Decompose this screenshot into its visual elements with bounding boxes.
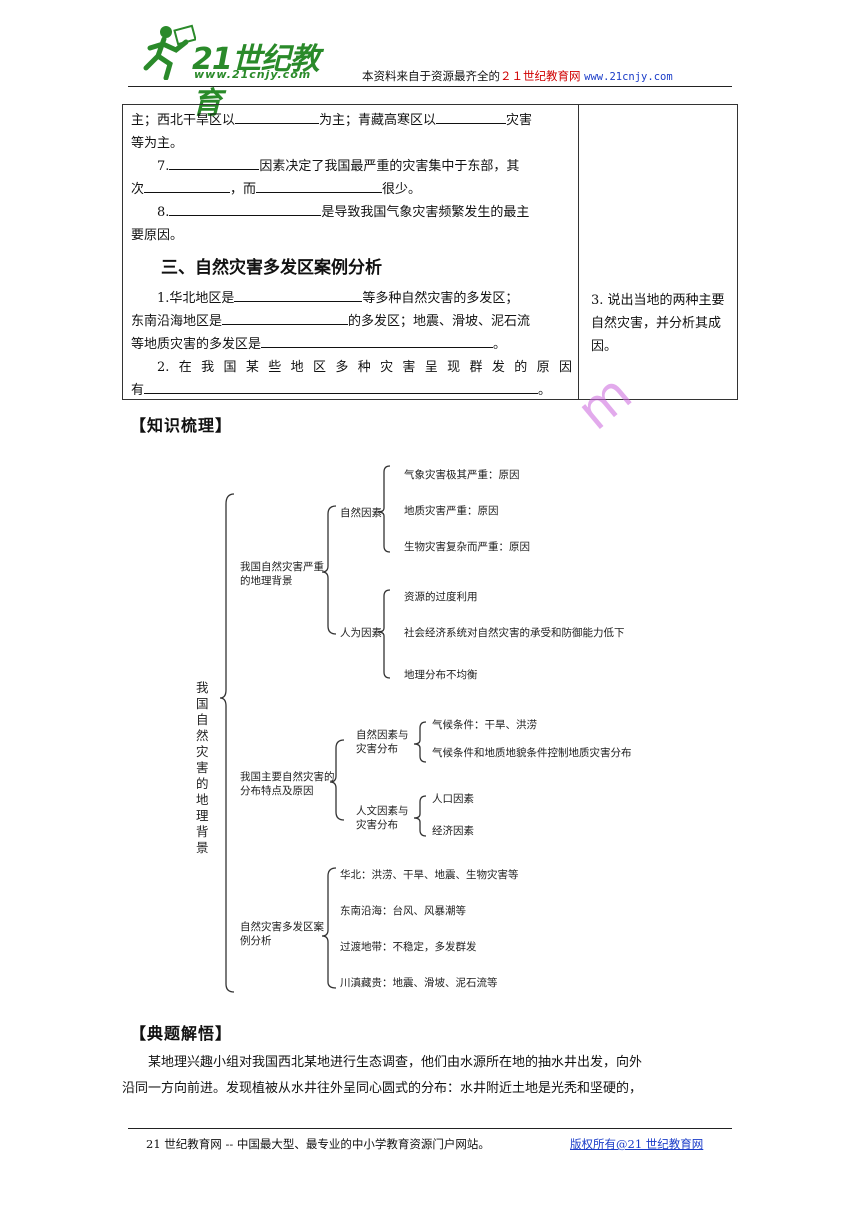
section-heading-3: 三、自然灾害多发区案例分析: [161, 258, 382, 278]
text: 等地质灾害的多发区是: [131, 337, 262, 352]
mindmap-b1-human: 人为因素: [340, 627, 382, 639]
case-line-3: 等地质灾害的多发区是 。: [131, 333, 572, 356]
text: 主；西北干旱区以: [131, 113, 236, 128]
tagline-url[interactable]: www.21cnjy.com: [584, 71, 673, 83]
text: 等多种自然灾害的多发区；: [362, 291, 519, 306]
footer-copyright-link[interactable]: 版权所有@21 世纪教育网: [570, 1137, 704, 1151]
q7-line-2: 次 ，而 很少。: [131, 178, 572, 201]
text: 灾害: [506, 113, 533, 128]
question-table: 主；西北干旱区以 为主；青藏高寒区以 灾害 等为主。 7. 因素决定了我国最严重的灾害…: [122, 104, 738, 400]
tagline-prefix: 本资料来自于资源最齐全的: [362, 69, 500, 83]
logo-wordmark: 21世纪教育: [192, 42, 320, 121]
answer-blank[interactable]: [169, 156, 260, 170]
case-line-5: 有。: [131, 379, 572, 402]
knowledge-mindmap: 我国自然灾害的地理背景 我国自然灾害严重的地理背景 自然因素 气象灾害极其严重：…: [190, 450, 670, 998]
mindmap-b1-human-1: 资源的过度利用: [404, 591, 478, 603]
text: 8.: [157, 205, 170, 220]
mindmap-branch-3: 自然灾害多发区案例分析: [240, 921, 324, 947]
case-line-2: 东南沿海地区是 的多发区；地震、滑坡、泥石流: [131, 310, 572, 333]
logo-url: www.21cnjy.com: [194, 68, 312, 81]
text: 1.华北地区是: [157, 291, 235, 306]
mindmap-branch-2: 我国主要自然灾害的分布特点及原因: [240, 771, 335, 797]
mindmap-b2-human: 人文因素与灾害分布: [356, 805, 409, 831]
q8-line-1: 8. 是导致我国气象灾害频繁发生的最主: [131, 201, 572, 224]
q6-line-2: 等为主。: [131, 136, 184, 151]
q8-line-2: 要原因。: [131, 228, 184, 243]
text: 。: [538, 383, 552, 398]
mindmap-root: 我国自然灾害的地理背景: [196, 680, 209, 855]
case-line-4: 2.在我国某些地区多种灾害呈现群发的原因: [157, 360, 572, 375]
mindmap-b2-natural-1: 气候条件：干旱、洪涝: [432, 719, 537, 731]
mindmap-b2-natural: 自然因素与灾害分布: [356, 729, 409, 755]
mindmap-branch-1: 我国自然灾害严重的地理背景: [240, 561, 324, 587]
mindmap-b3-item-4: 川滇藏贵：地震、滑坡、泥石流等: [340, 977, 498, 989]
answer-blank[interactable]: [234, 288, 363, 302]
text: ，而: [230, 182, 257, 197]
mindmap-b3-item-3: 过渡地带：不稳定，多发群发: [340, 941, 477, 953]
answer-blank[interactable]: [144, 380, 539, 394]
answer-blank[interactable]: [222, 311, 349, 325]
answer-blank[interactable]: [144, 179, 231, 193]
mindmap-b2-human-2: 经济因素: [432, 825, 474, 837]
header-tagline: 本资料来自于资源最齐全的２１世纪教育网 www.21cnjy.com: [362, 68, 673, 84]
answer-blank[interactable]: [235, 110, 320, 124]
mindmap-b1-human-3: 地理分布不均衡: [404, 669, 478, 681]
example-line-2: 沿同一方向前进。发现植被从水井往外呈同心圆式的分布：水井附近土地是光秃和坚硬的，: [122, 1081, 643, 1096]
text: 有: [131, 383, 145, 398]
answer-blank[interactable]: [256, 179, 383, 193]
mindmap-b3-item-2: 东南沿海：台风、风暴潮等: [340, 905, 466, 917]
mindmap-b1-natural: 自然因素: [340, 507, 382, 519]
text: 东南沿海地区是: [131, 314, 223, 329]
text: 因素决定了我国最严重的灾害集中于东部，其: [259, 159, 520, 174]
answer-blank[interactable]: [169, 202, 322, 216]
mindmap-b3-item-1: 华北：洪涝、干旱、地震、生物灾害等: [340, 869, 519, 881]
running-figure-logo-icon: [143, 24, 196, 80]
examples-heading: 【典题解悟】: [130, 1024, 233, 1043]
notes-column: 3. 说出当地的两种主要自然灾害，并分析其成因。: [579, 105, 737, 399]
case-line-1: 1.华北地区是 等多种自然灾害的多发区；: [131, 287, 572, 310]
q7-line-1: 7. 因素决定了我国最严重的灾害集中于东部，其: [131, 155, 572, 178]
footer-divider: [128, 1128, 732, 1129]
mindmap-b2-human-1: 人口因素: [432, 793, 474, 805]
q6-line-1: 主；西北干旱区以 为主；青藏高寒区以 灾害: [131, 109, 572, 132]
answer-blank[interactable]: [436, 110, 507, 124]
text: 的多发区；地震、滑坡、泥石流: [348, 314, 531, 329]
mindmap-b1-natural-1: 气象灾害极其严重：原因: [404, 469, 520, 481]
text: 很少。: [382, 182, 422, 197]
text: 次: [131, 182, 145, 197]
text: 为主；青藏高寒区以: [319, 113, 437, 128]
mindmap-brackets: [219, 465, 427, 993]
mindmap-b1-human-2: 社会经济系统对自然灾害的承受和防御能力低下: [404, 627, 625, 639]
knowledge-heading: 【知识梳理】: [130, 416, 233, 435]
mindmap-b2-natural-2: 气候条件和地质地貌条件控制地质灾害分布: [432, 747, 632, 759]
text: 7.: [157, 159, 170, 174]
learning-objective-3: 3. 说出当地的两种主要自然灾害，并分析其成因。: [591, 293, 725, 354]
mindmap-b1-natural-2: 地质灾害严重：原因: [404, 505, 499, 517]
text: 是导致我国气象灾害频繁发生的最主: [321, 205, 530, 220]
text: 。: [493, 337, 507, 352]
tagline-site[interactable]: ２１世纪教育网: [500, 69, 581, 83]
mindmap-b1-natural-3: 生物灾害复杂而严重：原因: [404, 541, 530, 553]
question-column: 主；西北干旱区以 为主；青藏高寒区以 灾害 等为主。 7. 因素决定了我国最严重的灾害…: [123, 105, 579, 399]
footer-text: 21 世纪教育网 -- 中国最大型、最专业的中小学教育资源门户网站。: [146, 1137, 490, 1151]
example-paragraph: 某地理兴趣小组对我国西北某地进行生态调查，他们由水源所在地的抽水井出发，向外 沿…: [122, 1050, 734, 1102]
site-logo[interactable]: 21世纪教育 www.21cnjy.com: [130, 20, 340, 121]
page-header: 21世纪教育 www.21cnjy.com 本资料来自于资源最齐全的２１世纪教育…: [130, 20, 730, 121]
header-divider: [128, 86, 732, 87]
answer-blank[interactable]: [261, 334, 494, 348]
example-line-1: 某地理兴趣小组对我国西北某地进行生态调查，他们由水源所在地的抽水井出发，向外: [148, 1055, 643, 1070]
